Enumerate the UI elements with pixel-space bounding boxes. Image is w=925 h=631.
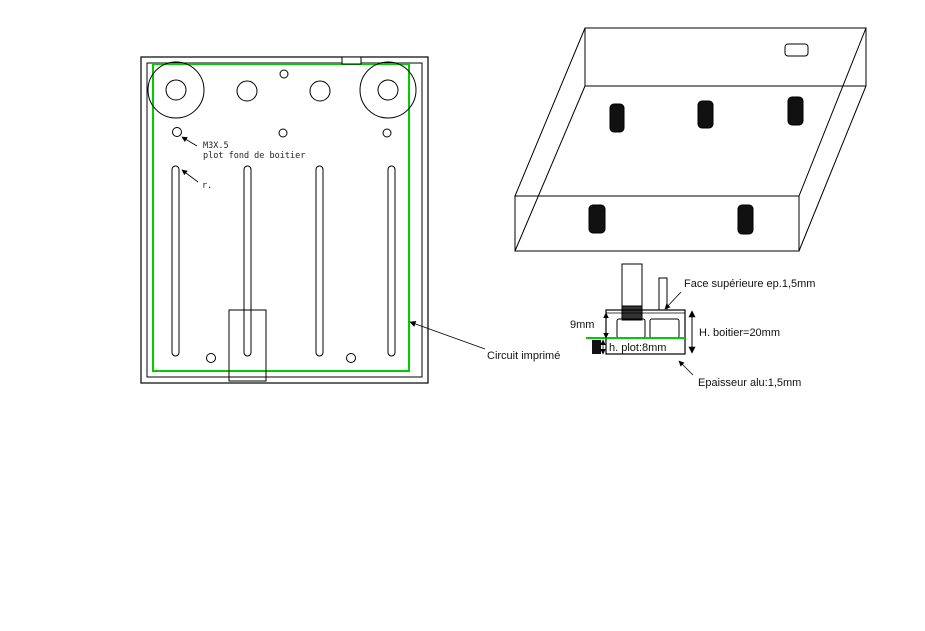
- label-circuit-imprime: Circuit imprimé: [487, 350, 560, 362]
- r-note: r.: [202, 181, 212, 191]
- label-9mm: 9mm: [570, 319, 594, 331]
- r-leader: [181, 169, 199, 183]
- enclosure-top-view: M3X.5 plot fond de boitier r.: [140, 56, 429, 384]
- jack-mid-right: [309, 80, 331, 102]
- fader-knob: [228, 309, 267, 382]
- standoff-note: plot fond de boitier: [203, 151, 305, 161]
- leader-epaisseur: [678, 360, 694, 376]
- fader-body: [649, 318, 680, 339]
- mount-hole: [278, 128, 288, 138]
- standoff: [737, 204, 754, 235]
- jack-mid-left: [236, 80, 258, 102]
- screw-note: M3X.5: [203, 141, 229, 151]
- enclosure-3d-view: [514, 27, 867, 252]
- section-standoff: [592, 340, 601, 354]
- label-h-boitier: H. boitier=20mm: [699, 327, 780, 339]
- fader-slot: [315, 165, 324, 357]
- standoff: [787, 96, 804, 126]
- standoff: [697, 100, 714, 129]
- label-epaisseur-alu: Epaisseur alu:1,5mm: [698, 377, 801, 389]
- enclosure-inner-wall: [146, 62, 423, 378]
- standoff: [609, 103, 625, 133]
- jack-right-outer: [359, 61, 417, 119]
- box-slot: [784, 43, 809, 57]
- mount-hole: [172, 127, 182, 137]
- label-h-plot: h. plot:8mm: [609, 342, 666, 354]
- jack-left-inner: [165, 79, 187, 101]
- standoff: [588, 204, 606, 234]
- mount-hole: [346, 353, 356, 363]
- mount-hole: [206, 353, 216, 363]
- pcb-outline: [152, 63, 410, 372]
- box-top-rim: [514, 27, 867, 197]
- enclosure-outer-wall: [140, 56, 429, 384]
- fader-slot: [243, 165, 252, 357]
- leader-circuit: [409, 320, 486, 350]
- mount-hole: [382, 128, 392, 138]
- screw-leader: [181, 136, 198, 147]
- mount-hole: [279, 69, 289, 79]
- box-front-face: [514, 195, 800, 252]
- jack-right-inner: [377, 79, 399, 101]
- fader-body: [616, 318, 646, 339]
- fader-slot: [387, 165, 396, 357]
- box-standoffs: [588, 96, 804, 235]
- jack-left-outer: [147, 61, 205, 119]
- leader-face-sup: [664, 291, 682, 310]
- fader-shaft: [658, 277, 668, 311]
- fader-slot: [171, 165, 180, 357]
- fader-shaft-cover: [621, 263, 643, 311]
- top-notch: [341, 56, 362, 65]
- enclosure-section-view: 9mm h. plot:8mm H. boitier=20mm Face sup…: [570, 263, 815, 389]
- label-face-superieure: Face supérieure ep.1,5mm: [684, 278, 815, 290]
